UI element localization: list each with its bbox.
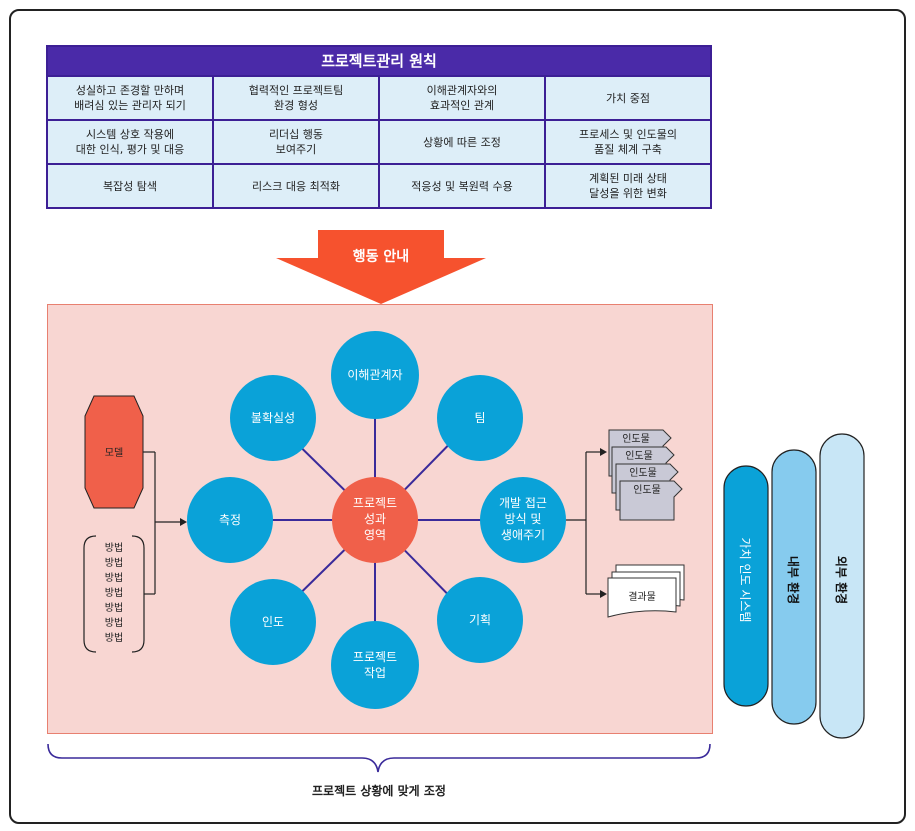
planning-circle bbox=[437, 577, 523, 663]
deliverable-label: 인도물 bbox=[625, 450, 653, 462]
principle-cell: 프로세스 및 인도물의 품질 체계 구축 bbox=[546, 121, 710, 163]
model-label: 모델 bbox=[105, 447, 123, 459]
value-delivery-pill bbox=[723, 465, 769, 707]
internal-environment-pill bbox=[771, 449, 817, 725]
down-arrow-icon bbox=[276, 230, 486, 304]
uncertainty-circle bbox=[230, 375, 316, 461]
planning-label: 기획 bbox=[469, 613, 491, 627]
method-label: 방법 bbox=[105, 557, 123, 569]
measurement-label: 측정 bbox=[219, 513, 241, 527]
deliverable-label: 인도물 bbox=[622, 433, 650, 445]
bottom-brace bbox=[47, 743, 711, 773]
method-label: 방법 bbox=[105, 617, 123, 629]
delivery-circle bbox=[230, 579, 316, 665]
arrow-right-icon bbox=[180, 518, 187, 526]
arrow-label: 행동 안내 bbox=[352, 249, 410, 265]
approach-circle bbox=[480, 477, 566, 563]
principle-cell: 협력적인 프로젝트팀 환경 형성 bbox=[214, 77, 378, 119]
center-label-2: 성과 bbox=[364, 512, 386, 526]
value-delivery-label: 가치 인도 시스템 bbox=[738, 538, 752, 623]
principle-cell: 리스크 대응 최적화 bbox=[214, 165, 378, 207]
outcomes-stack bbox=[607, 564, 685, 618]
work-label-2: 작업 bbox=[364, 666, 386, 680]
work-circle bbox=[331, 621, 419, 709]
uncertainty-label: 불확실성 bbox=[251, 411, 295, 425]
center-label-3: 영역 bbox=[364, 528, 386, 542]
work-label-1: 프로젝트 bbox=[353, 650, 397, 664]
method-label: 방법 bbox=[105, 542, 123, 554]
guide-arrow: 행동 안내 bbox=[276, 230, 486, 304]
deliverable-label: 인도물 bbox=[629, 467, 657, 479]
team-circle bbox=[437, 375, 523, 461]
model-hexagon bbox=[84, 395, 144, 509]
internal-environment-label: 내부 환경 bbox=[786, 556, 801, 604]
external-environment-pill bbox=[819, 433, 865, 739]
approach-label-1: 개발 접근 bbox=[499, 496, 547, 510]
principle-cell: 시스템 상호 작용에 대한 인식, 평가 및 대응 bbox=[48, 121, 212, 163]
approach-label-3: 생애주기 bbox=[501, 528, 545, 542]
stakeholders-label: 이해관계자 bbox=[347, 368, 402, 382]
outer-frame bbox=[9, 9, 906, 824]
team-label: 팀 bbox=[474, 411, 485, 425]
principle-cell: 상황에 따른 조정 bbox=[380, 121, 544, 163]
approach-label-2: 방식 및 bbox=[505, 512, 542, 526]
principle-cell: 계획된 미래 상태 달성을 위한 변화 bbox=[546, 165, 710, 207]
center-circle bbox=[332, 477, 418, 563]
center-label-1: 프로젝트 bbox=[353, 496, 397, 510]
external-environment-label: 외부 환경 bbox=[834, 556, 849, 604]
deliverable-label: 인도물 bbox=[633, 484, 661, 496]
deliverables-stack bbox=[608, 429, 683, 521]
outcomes-label: 결과물 bbox=[628, 591, 656, 603]
arrow-right-icon bbox=[600, 448, 607, 456]
methods-bracket-right bbox=[131, 535, 145, 653]
method-label: 방법 bbox=[105, 632, 123, 644]
delivery-label: 인도 bbox=[262, 615, 284, 629]
principles-title: 프로젝트관리 원칙 bbox=[46, 45, 712, 75]
method-label: 방법 bbox=[105, 587, 123, 599]
arrow-right-icon bbox=[600, 590, 607, 598]
methods-bracket-left bbox=[83, 535, 97, 653]
principle-cell: 복잡성 탐색 bbox=[48, 165, 212, 207]
principle-cell: 이해관계자와의 효과적인 관계 bbox=[380, 77, 544, 119]
method-label: 방법 bbox=[105, 602, 123, 614]
stakeholders-circle bbox=[331, 331, 419, 419]
principles-table: 프로젝트관리 원칙 성실하고 존경할 만하며 배려심 있는 관리자 되기 협력적… bbox=[46, 45, 712, 209]
bottom-caption: 프로젝트 상황에 맞게 조정 bbox=[312, 784, 446, 798]
principle-cell: 적응성 및 복원력 수용 bbox=[380, 165, 544, 207]
principle-cell: 성실하고 존경할 만하며 배려심 있는 관리자 되기 bbox=[48, 77, 212, 119]
principle-cell: 리더십 행동 보여주기 bbox=[214, 121, 378, 163]
principle-cell: 가치 중점 bbox=[546, 77, 710, 119]
measurement-circle bbox=[187, 477, 273, 563]
method-label: 방법 bbox=[105, 572, 123, 584]
